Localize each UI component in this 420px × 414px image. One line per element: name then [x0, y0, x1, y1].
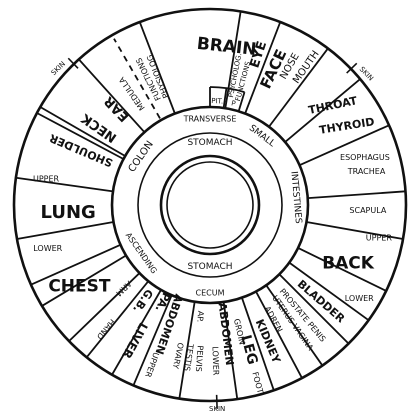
- label-upper-lung: UPPER: [33, 175, 60, 184]
- sector-divider: [36, 112, 124, 160]
- label-colon: COLON: [127, 139, 156, 174]
- label-pit: PIT.: [211, 97, 223, 106]
- sector-divider: [222, 301, 239, 400]
- label-scapula: SCAPULA: [349, 206, 386, 215]
- label-trachea: TRACHEA: [347, 167, 386, 176]
- label-upper-back: UPPER: [366, 233, 393, 242]
- skin-label: SKIN: [209, 405, 225, 413]
- sector-divider: [307, 190, 406, 200]
- label-lower-abdomen-label: LOWER: [210, 346, 220, 376]
- label-transverse: TRANSVERSE: [183, 115, 237, 124]
- outer-ring: [12, 7, 408, 403]
- sector-divider: [244, 21, 282, 114]
- pupil-ring: [166, 161, 254, 249]
- sector-divider: [299, 124, 390, 166]
- sector-divider: [284, 78, 361, 143]
- label-throat: THROAT: [307, 94, 358, 117]
- sector-divider: [111, 289, 162, 376]
- label-cecum: CECUM: [196, 289, 225, 298]
- sector-divider: [297, 247, 387, 292]
- label-brain: BRAIN: [196, 34, 258, 60]
- sector-divider: [15, 176, 114, 193]
- sector-divider: [265, 284, 324, 367]
- sector-divider: [241, 297, 275, 391]
- sector-divider: [224, 11, 242, 109]
- sector-dividers: [15, 11, 406, 400]
- label-gb: G.B.: [130, 287, 155, 316]
- sector-divider: [255, 291, 303, 379]
- sector-divider: [132, 294, 173, 386]
- sector-divider: [39, 106, 126, 157]
- sector-divider: [278, 273, 350, 345]
- label-ear: EAR: [101, 93, 132, 124]
- label-lower-lung: LOWER: [33, 244, 62, 253]
- inner-ring: [159, 154, 261, 256]
- stomach-ring: [137, 132, 283, 278]
- pituitary-divider: [222, 88, 228, 109]
- sector-divider: [41, 254, 127, 307]
- label-thyroid: THYROID: [318, 115, 375, 137]
- skin-arrow-icon: [346, 62, 358, 74]
- skin-arrow-icon: [67, 57, 79, 69]
- label-intestines: INTESTINES: [288, 171, 303, 225]
- sector-divider: [78, 58, 146, 133]
- sector-divider: [68, 272, 141, 342]
- label-esophagus: ESOPHAGUS: [340, 153, 390, 162]
- label-p: P: [230, 99, 236, 108]
- sector-divider: [85, 280, 150, 358]
- label-leg: LEG: [237, 333, 260, 366]
- label-stomach-top: STOMACH: [187, 138, 232, 148]
- sector-divider: [306, 221, 404, 240]
- label-stomach-bottom: STOMACH: [187, 262, 232, 272]
- label-foot: FOOT: [250, 371, 264, 395]
- sector-divider: [138, 21, 176, 114]
- label-back: BACK: [322, 254, 375, 274]
- label-pelvis: PELVIS: [194, 345, 205, 372]
- sector-divider: [288, 261, 370, 321]
- label-hand: HAND: [95, 317, 117, 341]
- label-testis: TESTIS: [182, 342, 195, 371]
- label-lung: LUNG: [41, 202, 96, 223]
- sector-divider: [268, 47, 329, 128]
- sector-divider: [30, 244, 121, 286]
- pituitary-divider: [237, 91, 246, 112]
- middle-ring: [110, 105, 310, 305]
- region-labels: BRAINPHYSIOLOG.FUNCTIONSMEDULLAEARNECKSH…: [33, 34, 392, 395]
- label-ascending: ASCENDING: [124, 231, 159, 275]
- label-lower-back: LOWER: [345, 294, 374, 303]
- label-chest: CHEST: [48, 277, 111, 297]
- sector-divider: [16, 221, 114, 240]
- medulla-dashed-divider: [113, 38, 161, 119]
- sector-divider: [178, 301, 196, 399]
- label-ap: AP.: [195, 310, 205, 322]
- pituitary-arc: [209, 86, 245, 94]
